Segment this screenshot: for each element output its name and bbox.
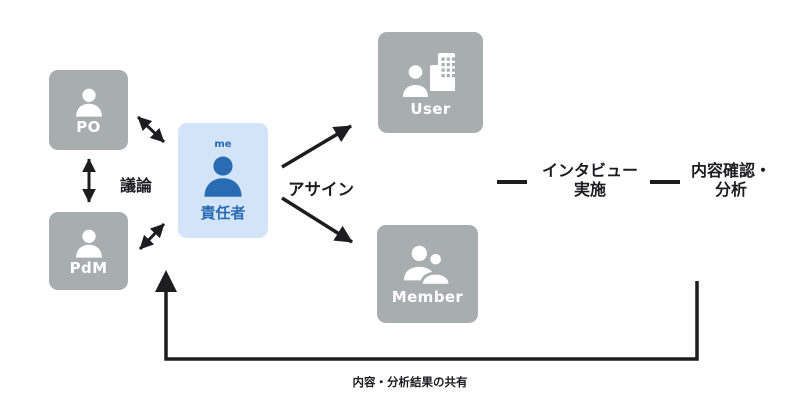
member-label: Member	[391, 288, 464, 306]
person-icon	[73, 86, 105, 117]
step-connector-dash	[497, 180, 527, 184]
pdm-node: PdM	[49, 212, 128, 290]
me-tag: me	[214, 139, 232, 150]
assign-label: アサイン	[288, 180, 354, 199]
po-owner-double-arrow	[136, 115, 166, 144]
step-analysis: 内容確認・ 分析	[691, 161, 771, 199]
pdm-owner-double-arrow	[138, 222, 166, 251]
user-node: User	[378, 32, 483, 133]
step-analysis-line1: 内容確認・	[690, 161, 772, 180]
po-label: PO	[76, 117, 101, 136]
assign-arrow-user	[281, 124, 352, 169]
discussion-label: 議論	[119, 176, 153, 195]
step-connector-dash	[650, 180, 680, 184]
step-interview-line2: 実施	[573, 180, 607, 199]
people-icon	[403, 243, 453, 287]
pdm-label: PdM	[69, 258, 108, 277]
po-node: PO	[49, 70, 128, 150]
user-label: User	[410, 99, 451, 118]
owner-label: 責任者	[200, 204, 246, 222]
person-building-icon	[402, 49, 459, 99]
owner-card: me 責任者	[178, 123, 268, 238]
share-label: 内容・分析結果の共有	[352, 375, 468, 389]
person-icon	[73, 227, 105, 258]
assign-arrow-member	[281, 196, 353, 244]
step-interview-line1: インタビュー	[541, 161, 639, 180]
member-node: Member	[377, 225, 478, 323]
step-interview: インタビュー 実施	[542, 161, 638, 199]
share-feedback-arrowhead	[155, 270, 177, 292]
person-icon	[200, 153, 246, 201]
step-analysis-line2: 分析	[714, 180, 748, 199]
